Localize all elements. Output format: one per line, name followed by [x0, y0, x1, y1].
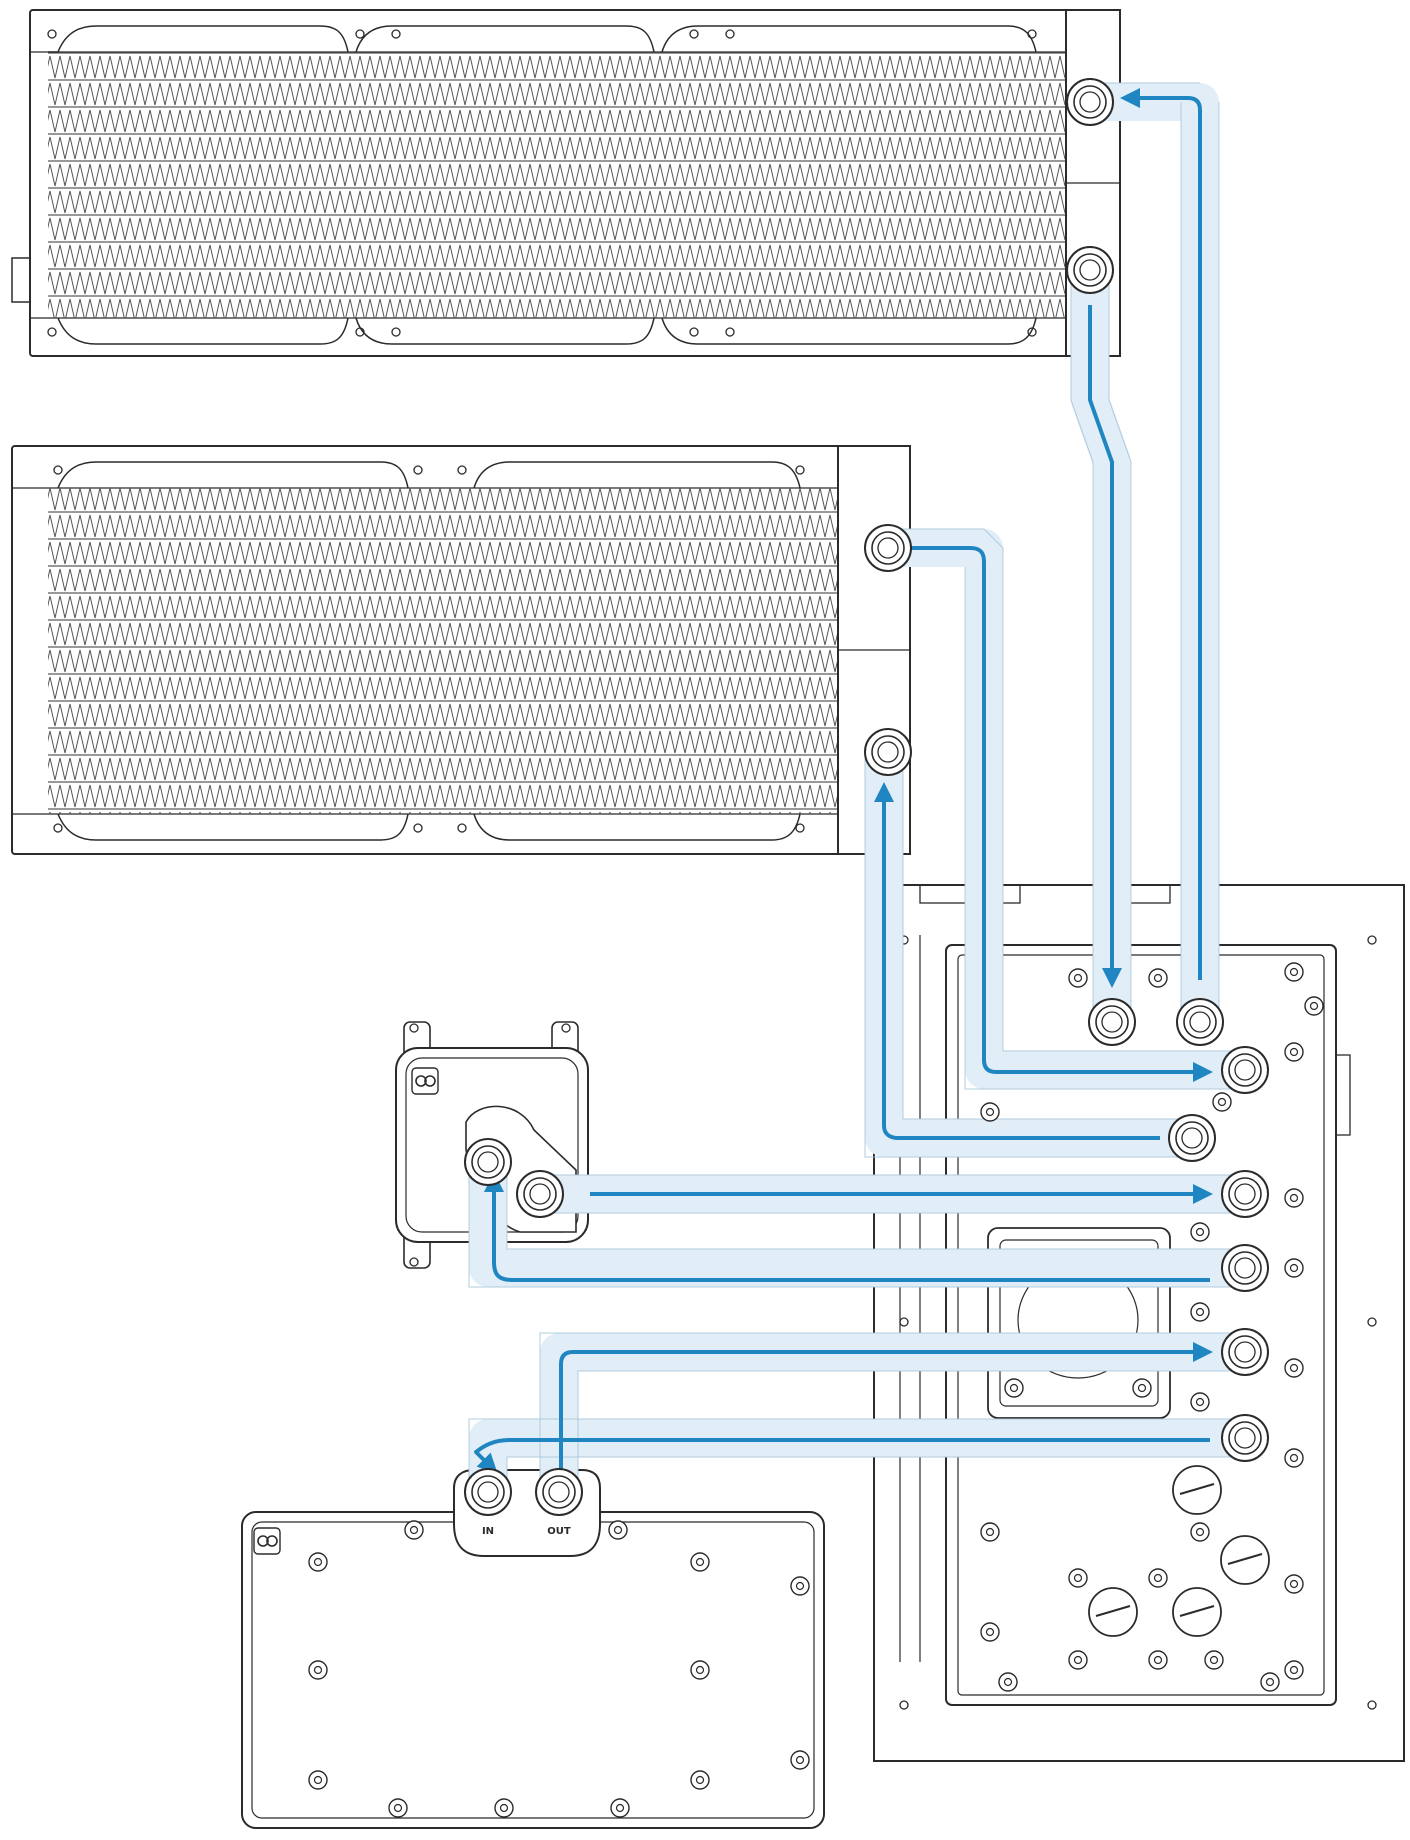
fitting — [535, 1468, 583, 1516]
screw — [690, 1552, 710, 1572]
flow-arrows — [474, 88, 1213, 1474]
screw — [308, 1552, 328, 1572]
alphacool-logo-icon — [253, 1527, 281, 1555]
screw — [1212, 1092, 1232, 1112]
screws — [308, 962, 1324, 1818]
screw — [1004, 1378, 1024, 1398]
screw — [980, 1522, 1000, 1542]
screw — [1148, 1650, 1168, 1670]
screw — [998, 1672, 1018, 1692]
screw — [980, 1622, 1000, 1642]
tube-cpu-in — [469, 1162, 1245, 1287]
fittings — [464, 78, 1269, 1516]
gpu-block: IN OUT — [241, 1469, 825, 1829]
plug — [1088, 1587, 1138, 1637]
gpu-out-label: OUT — [547, 1526, 571, 1537]
screw — [690, 1770, 710, 1790]
screw — [690, 1660, 710, 1680]
fitting — [1221, 1414, 1269, 1462]
fitting — [464, 1138, 512, 1186]
flow-arrow — [484, 1172, 1210, 1282]
screw — [404, 1520, 424, 1540]
screw — [1148, 1568, 1168, 1588]
fitting — [1221, 1244, 1269, 1292]
screw — [1284, 1574, 1304, 1594]
screw — [308, 1770, 328, 1790]
screw — [790, 1576, 810, 1596]
screw — [610, 1798, 630, 1818]
screw — [1284, 1258, 1304, 1278]
flow-arrow — [874, 782, 1160, 1140]
screw — [308, 1660, 328, 1680]
fitting — [1221, 1046, 1269, 1094]
fitting — [1066, 246, 1114, 294]
screw — [1190, 1392, 1210, 1412]
fitting — [1088, 998, 1136, 1046]
fitting — [864, 524, 912, 572]
plug — [1220, 1535, 1270, 1585]
screw — [1284, 962, 1304, 982]
fitting — [464, 1468, 512, 1516]
middle-radiator — [11, 445, 911, 855]
screw — [1132, 1378, 1152, 1398]
screw — [790, 1750, 810, 1770]
plug — [1172, 1587, 1222, 1637]
screw — [1068, 1568, 1088, 1588]
screw — [1148, 968, 1168, 988]
fitting — [864, 728, 912, 776]
screw — [608, 1520, 628, 1540]
flow-arrow — [1120, 88, 1202, 980]
fitting — [1221, 1328, 1269, 1376]
screw — [1284, 1042, 1304, 1062]
flow-arrow — [1088, 305, 1122, 988]
top-radiator — [11, 9, 1121, 357]
screw — [1284, 1660, 1304, 1680]
fitting — [516, 1170, 564, 1218]
screw — [388, 1798, 408, 1818]
alphacool-logo-icon — [411, 1067, 439, 1095]
flow-arrow — [474, 1438, 1210, 1474]
fitting — [1168, 1114, 1216, 1162]
screw — [1068, 968, 1088, 988]
screw — [1204, 1650, 1224, 1670]
screw — [1304, 996, 1324, 1016]
screw — [1068, 1650, 1088, 1670]
screw — [1260, 1672, 1280, 1692]
screw — [980, 1102, 1000, 1122]
distribution-plate — [873, 884, 1405, 1762]
flow-arrow — [910, 546, 1213, 1082]
screw — [1190, 1522, 1210, 1542]
screw — [1284, 1448, 1304, 1468]
flow-arrow — [559, 1342, 1213, 1470]
screw — [1284, 1358, 1304, 1378]
screw — [1190, 1222, 1210, 1242]
plug — [1172, 1465, 1222, 1515]
fitting — [1066, 78, 1114, 126]
screw — [1190, 1302, 1210, 1322]
fitting — [1221, 1170, 1269, 1218]
fitting — [1176, 998, 1224, 1046]
screw — [1284, 1188, 1304, 1208]
gpu-in-label: IN — [482, 1526, 494, 1537]
screw — [494, 1798, 514, 1818]
